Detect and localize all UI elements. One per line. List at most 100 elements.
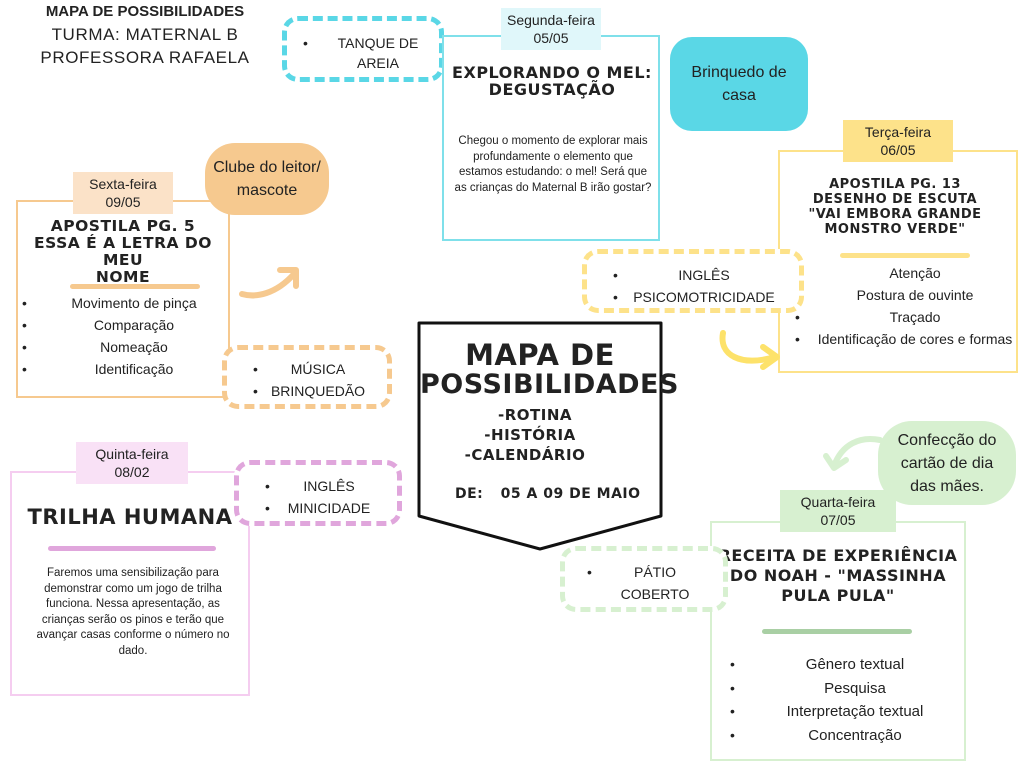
activity-text: INGLÊS — [303, 478, 355, 494]
friday-title: APOSTILA PG. 5 ESSA É A LETRA DO MEU NOM… — [14, 218, 232, 286]
activity-text: MÚSICA — [290, 361, 346, 377]
tuesday-title-line: MONSTRO VERDE" — [824, 222, 966, 237]
monday-activity-text: TANQUE DE AREIA — [337, 35, 419, 71]
center-date: DE: 05 A 09 DE MAIO — [455, 486, 655, 502]
friday-title-line: NOME — [95, 268, 151, 286]
activity-item: MINICIDADE — [265, 497, 393, 519]
activity-item: BRINQUEDÃO — [253, 380, 383, 402]
friday-date: 09/05 — [105, 194, 141, 210]
thursday-title: TRILHA HUMANA — [27, 505, 233, 529]
header-turma: TURMA: MATERNAL B — [51, 25, 239, 44]
monday-title: EXPLORANDO O MEL: DEGUSTAÇÃO — [452, 64, 652, 98]
monday-activity-box: TANQUE DE AREIA — [282, 16, 444, 82]
activity-item: MÚSICA — [253, 358, 383, 380]
curved-arrow-icon — [239, 267, 299, 299]
tuesday-bullets: Atenção Postura de ouvinte Traçado Ident… — [795, 262, 1015, 350]
friday-day: Sexta-feira — [89, 176, 157, 192]
list-item: Interpretação textual — [730, 700, 960, 724]
center-date-range: 05 A 09 DE MAIO — [500, 486, 641, 502]
activity-text: BRINQUEDÃO — [270, 383, 366, 399]
bullet-text: Comparação — [93, 317, 175, 333]
activity-item: INGLÊS — [613, 264, 795, 286]
wednesday-title-line: DO NOAH - "MASSINHA — [729, 566, 947, 585]
list-item: Atenção — [795, 262, 1015, 284]
wednesday-note: Confecção do cartão de dia das mães. — [897, 431, 997, 495]
curved-arrow-icon — [719, 330, 780, 370]
center-item: -HISTÓRIA — [484, 426, 576, 444]
bullet-text: Pesquisa — [824, 679, 886, 697]
curved-arrow-icon — [823, 436, 883, 471]
activity-text: INGLÊS — [678, 267, 730, 283]
list-item: Nomeação — [22, 336, 226, 358]
center-items: -ROTINA -HISTÓRIA -CALENDÁRIO — [420, 405, 660, 465]
center-title-line: MAPA DE — [465, 338, 615, 372]
thursday-activity-box: INGLÊS MINICIDADE — [234, 460, 402, 526]
monday-card — [442, 35, 660, 241]
page-header: MAPA DE POSSIBILIDADES TURMA: MATERNAL B… — [20, 0, 270, 69]
activity-text: PÁTIO COBERTO — [620, 564, 690, 602]
monday-day: Segunda-feira — [507, 12, 595, 28]
center-item: -CALENDÁRIO — [464, 446, 586, 464]
bullet-text: Gênero textual — [805, 656, 905, 673]
wednesday-title-line: RECEITA DE EXPERIÊNCIA — [718, 546, 958, 565]
thursday-card — [10, 471, 250, 696]
center-pentagon-shape — [417, 321, 663, 551]
monday-day-tag: Segunda-feira 05/05 — [501, 8, 601, 50]
monday-note-blob: Brinquedo de casa — [670, 37, 808, 131]
list-item: Identificação — [22, 358, 226, 380]
monday-date: 05/05 — [533, 30, 569, 46]
friday-title-line: ESSA É A LETRA DO MEU — [34, 234, 212, 269]
wednesday-underline — [762, 629, 912, 634]
tuesday-date: 06/05 — [880, 142, 916, 158]
bullet-text: Identificação — [94, 361, 174, 377]
monday-title-line: EXPLORANDO O MEL: — [452, 63, 652, 82]
friday-note-blob: Clube do leitor/ mascote — [205, 143, 329, 215]
activity-item: INGLÊS — [265, 475, 393, 497]
center-item: -ROTINA — [497, 406, 572, 424]
bullet-text: Traçado — [889, 309, 941, 325]
friday-bullets: Movimento de pinça Comparação Nomeação I… — [22, 292, 226, 380]
friday-activity-box: MÚSICA BRINQUEDÃO — [222, 345, 392, 409]
friday-note: Clube do leitor/ mascote — [213, 159, 321, 199]
list-item: Comparação — [22, 314, 226, 336]
bullet-text: Nomeação — [100, 339, 168, 355]
list-item: Movimento de pinça — [22, 292, 226, 314]
friday-day-tag: Sexta-feira 09/05 — [73, 172, 173, 214]
tuesday-title-line: DESENHO DE ESCUTA — [812, 192, 978, 207]
monday-note: Brinquedo de casa — [691, 64, 787, 104]
thursday-date: 08/02 — [114, 464, 150, 480]
thursday-day: Quinta-feira — [95, 446, 169, 462]
tuesday-title: APOSTILA PG. 13 DESENHO DE ESCUTA "VAI E… — [790, 177, 1000, 237]
header-professora: PROFESSORA RAFAELA — [40, 48, 250, 67]
wednesday-activity-box: PÁTIO COBERTO — [560, 546, 728, 612]
wednesday-day-tag: Quarta-feira 07/05 — [780, 490, 896, 532]
tuesday-title-line: APOSTILA PG. 13 — [829, 177, 961, 192]
center-title-line: POSSIBILIDADES — [420, 369, 679, 400]
bullet-text: Atenção — [889, 265, 941, 281]
tuesday-underline — [840, 253, 970, 258]
list-item: Gênero textual — [730, 653, 960, 677]
list-item: Pesquisa — [730, 677, 960, 701]
center-title: MAPA DE POSSIBILIDADES — [420, 338, 679, 400]
activity-item: PÁTIO COBERTO — [587, 561, 719, 605]
bullet-text: Identificação de cores e formas — [817, 331, 1013, 347]
monday-text: Chegou o momento de explorar mais profun… — [454, 135, 652, 194]
tuesday-day-tag: Terça-feira 06/05 — [843, 120, 953, 162]
wednesday-note-blob: Confecção do cartão de dia das mães. — [878, 421, 1016, 505]
bullet-text: Concentração — [808, 726, 902, 744]
list-item: Postura de ouvinte — [795, 284, 1015, 306]
monday-title-line: DEGUSTAÇÃO — [488, 80, 616, 99]
activity-text: MINICIDADE — [287, 500, 371, 516]
friday-title-line: APOSTILA PG. 5 — [50, 217, 196, 235]
bullet-text: Postura de ouvinte — [856, 287, 974, 303]
thursday-text: Faremos uma sensibilização para demonstr… — [36, 567, 230, 657]
list-item: Traçado — [795, 306, 1015, 328]
tuesday-activity-box: INGLÊS PSICOMOTRICIDADE — [582, 249, 804, 313]
wednesday-title: RECEITA DE EXPERIÊNCIA DO NOAH - "MASSIN… — [712, 546, 964, 606]
wednesday-day: Quarta-feira — [800, 494, 876, 510]
tuesday-day: Terça-feira — [864, 124, 932, 140]
list-item: Identificação de cores e formas — [795, 328, 1015, 350]
header-title: MAPA DE POSSIBILIDADES — [45, 3, 245, 20]
bullet-text: Interpretação textual — [786, 703, 924, 720]
bullet-text: Movimento de pinça — [71, 295, 197, 311]
